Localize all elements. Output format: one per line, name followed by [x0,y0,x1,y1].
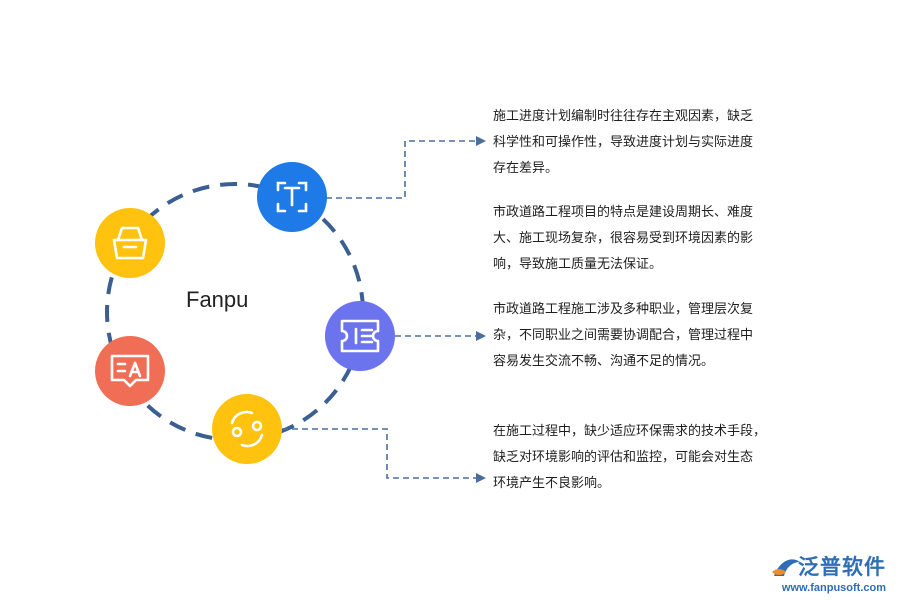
node-exchange [212,394,282,464]
paragraph-line: 科学性和可操作性，导致进度计划与实际进度 [493,135,754,150]
center-label: Fanpu [186,287,249,312]
paragraph-3: 市政道路工程施工涉及多种职业，管理层次复 杂，不同职业之间需要协调配合，管理过程… [493,297,793,375]
paragraph-line: 杂，不同职业之间需要协调配合，管理过程中 [493,328,754,343]
brand-row: 泛普软件 [782,551,886,581]
exchange-icon [230,410,264,448]
brand-logo-icon [772,559,800,576]
node-basket [95,208,165,278]
brand-watermark: 泛普软件 www.fanpusoft.com [782,551,886,594]
arrow-head-3 [476,331,486,341]
arrow-head-1 [476,136,486,146]
node-text-box [257,162,327,232]
paragraph-line: 施工进度计划编制时往往存在主观因素，缺乏 [493,109,754,124]
paragraph-1: 施工进度计划编制时往往存在主观因素，缺乏 科学性和可操作性，导致进度计划与实际进… [493,104,793,182]
text-box-icon [276,181,308,213]
translate-icon [110,354,150,388]
paragraph-line: 缺乏对环境影响的评估和监控，可能会对生态 [493,450,754,465]
paragraph-4: 在施工过程中，缺少适应环保需求的技术手段， 缺乏对环境影响的评估和监控，可能会对… [493,419,793,497]
connector-1 [326,140,478,199]
brand-name: 泛普软件 [798,555,886,579]
arrow-head-4 [476,473,486,483]
list-ticket-icon [340,319,380,353]
node-translate [95,336,165,406]
node-list-ticket [325,301,395,371]
paragraph-2: 市政道路工程项目的特点是建设周期长、难度 大、施工现场复杂，很容易受到环境因素的… [493,200,793,278]
paragraph-line: 存在差异。 [493,161,559,176]
paragraph-line: 在施工过程中，缺少适应环保需求的技术手段， [493,424,767,439]
paragraph-line: 市政道路工程施工涉及多种职业，管理层次复 [493,302,754,317]
connector-4 [282,428,478,479]
paragraph-line: 大、施工现场复杂，很容易受到环境因素的影 [493,231,754,246]
brand-url: www.fanpusoft.com [781,582,886,594]
basket-icon [112,226,148,260]
paragraph-line: 容易发生交流不畅、沟通不足的情况。 [493,354,715,369]
paragraph-line: 环境产生不良影响。 [493,476,611,491]
paragraph-line: 市政道路工程项目的特点是建设周期长、难度 [493,205,754,220]
paragraph-line: 响，导致施工质量无法保证。 [493,257,663,272]
